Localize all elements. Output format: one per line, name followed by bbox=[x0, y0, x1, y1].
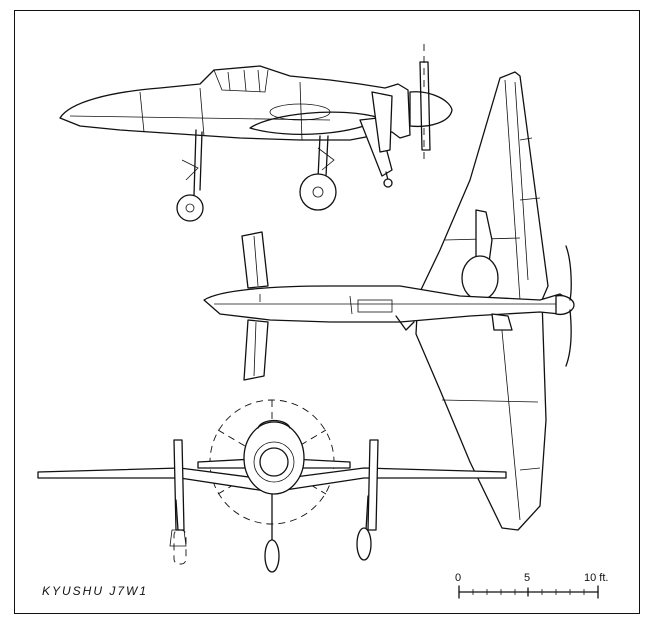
side-nose-wheel bbox=[176, 194, 204, 222]
front-right-wheel bbox=[356, 527, 372, 561]
plan-view bbox=[203, 71, 575, 531]
plan-canard-upper bbox=[241, 231, 269, 289]
front-view bbox=[37, 399, 507, 573]
scale-label-0: 0 bbox=[455, 572, 462, 584]
side-tail-wheel bbox=[383, 178, 393, 188]
side-canopy bbox=[213, 69, 269, 93]
side-main-wheel bbox=[299, 173, 337, 211]
side-main-strut bbox=[317, 135, 321, 179]
aircraft-caption: KYUSHU J7W1 bbox=[42, 584, 149, 598]
side-spinner bbox=[409, 91, 453, 128]
plan-fin-fairing bbox=[461, 255, 499, 301]
plan-lower-fin bbox=[491, 313, 513, 331]
front-spinner bbox=[259, 447, 289, 477]
front-fin-right bbox=[367, 439, 379, 531]
front-fin-left bbox=[173, 439, 185, 531]
side-propeller bbox=[419, 61, 431, 151]
front-nose-wheel bbox=[264, 539, 280, 573]
front-left-gear-retracted bbox=[173, 529, 187, 565]
side-fin bbox=[359, 117, 393, 177]
plan-canard-lower bbox=[243, 319, 269, 381]
scale-label-10: 10 ft. bbox=[584, 572, 609, 584]
side-view bbox=[59, 44, 453, 222]
plan-spinner bbox=[555, 294, 575, 316]
front-canopy bbox=[257, 419, 291, 429]
plan-propeller bbox=[565, 245, 572, 367]
scale-bar bbox=[458, 585, 599, 599]
scale-label-5: 5 bbox=[524, 572, 531, 584]
side-fuselage bbox=[59, 65, 411, 141]
side-nose-strut bbox=[193, 129, 197, 196]
side-upper-fin bbox=[371, 91, 393, 153]
